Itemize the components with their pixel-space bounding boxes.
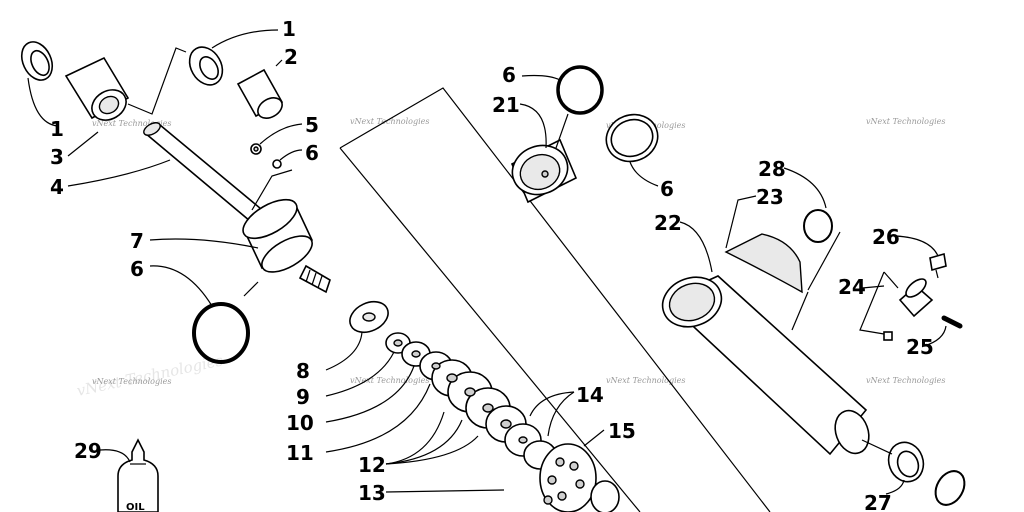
watermark-shadow: vNext Technologies xyxy=(75,351,225,400)
part-21-bearing-cap xyxy=(510,138,578,204)
group-outline-top xyxy=(339,87,771,512)
part-6-small-ring xyxy=(272,159,282,169)
part-28-snap-ring xyxy=(803,209,833,243)
part-1-bushing-right xyxy=(188,46,224,86)
watermark: vNext Technologies xyxy=(866,376,945,385)
callout-label: 27 xyxy=(864,491,892,512)
callout-label: 14 xyxy=(576,383,604,407)
callout-label: 6 xyxy=(660,177,674,201)
oil-bottle-label: OIL xyxy=(126,502,145,512)
part-5-nut xyxy=(250,143,262,155)
callout-label: 28 xyxy=(758,157,786,181)
part-26-bolt xyxy=(929,252,947,279)
callout-label: 26 xyxy=(872,225,900,249)
watermark: vNext Technologies xyxy=(866,117,945,126)
watermark: vNext Technologies xyxy=(92,377,171,386)
part-6-o-ring-left xyxy=(192,302,250,364)
callout-label: 1 xyxy=(50,117,64,141)
callout-label: 3 xyxy=(50,145,64,169)
part-stack-lower-shim xyxy=(590,480,620,512)
part-25-valve-core xyxy=(941,315,963,329)
callout-label: 2 xyxy=(284,45,298,69)
callout-label: 5 xyxy=(305,113,319,137)
watermark: vNext Technologies xyxy=(606,376,685,385)
callout-label: 1 xyxy=(282,17,296,41)
part-27-end-bushing xyxy=(887,441,925,483)
part-24-valve-fitting xyxy=(883,278,934,341)
group-outline-left xyxy=(339,147,641,512)
callout-labels: 1 1 2 3 4 5 6 6 6 6 7 8 9 10 11 12 13 14… xyxy=(50,17,934,512)
callout-label: 24 xyxy=(838,275,866,299)
part-8-washer xyxy=(349,300,389,334)
callout-label: 12 xyxy=(358,453,386,477)
part-22-body-tube xyxy=(661,275,870,456)
callout-label: 4 xyxy=(50,175,64,199)
callout-label: 10 xyxy=(286,411,314,435)
part-9-11-shim-stack xyxy=(385,332,557,470)
callout-label: 6 xyxy=(130,257,144,281)
callout-label: 9 xyxy=(296,385,310,409)
callout-label: 25 xyxy=(906,335,934,359)
callout-label: 11 xyxy=(286,441,314,465)
leader-lines xyxy=(27,29,947,495)
watermark: vNext Technologies xyxy=(92,119,171,128)
part-15-piston xyxy=(539,443,597,512)
callout-label: 15 xyxy=(608,419,636,443)
part-29-oil-bottle: OIL xyxy=(117,438,159,512)
part-6-wear-band xyxy=(605,113,659,163)
callout-label: 6 xyxy=(305,141,319,165)
part-1-bushing-left xyxy=(20,41,54,81)
callout-label: 22 xyxy=(654,211,682,235)
watermark: vNext Technologies xyxy=(350,117,429,126)
part-2-spacer xyxy=(236,68,284,119)
callout-label: 13 xyxy=(358,481,386,505)
callout-label: 7 xyxy=(130,229,144,253)
part-3-sleeve xyxy=(64,56,130,121)
part-6-o-ring-top xyxy=(556,65,604,115)
part-23-heat-shield xyxy=(724,233,803,294)
watermark: vNext Technologies xyxy=(350,376,429,385)
callout-label: 29 xyxy=(74,439,102,463)
callout-label: 6 xyxy=(502,63,516,87)
callout-label: 8 xyxy=(296,359,310,383)
part-27-snap-ring xyxy=(934,470,966,506)
callout-label: 21 xyxy=(492,93,520,117)
callout-label: 23 xyxy=(756,185,784,209)
part-7-piston-head xyxy=(242,198,331,294)
